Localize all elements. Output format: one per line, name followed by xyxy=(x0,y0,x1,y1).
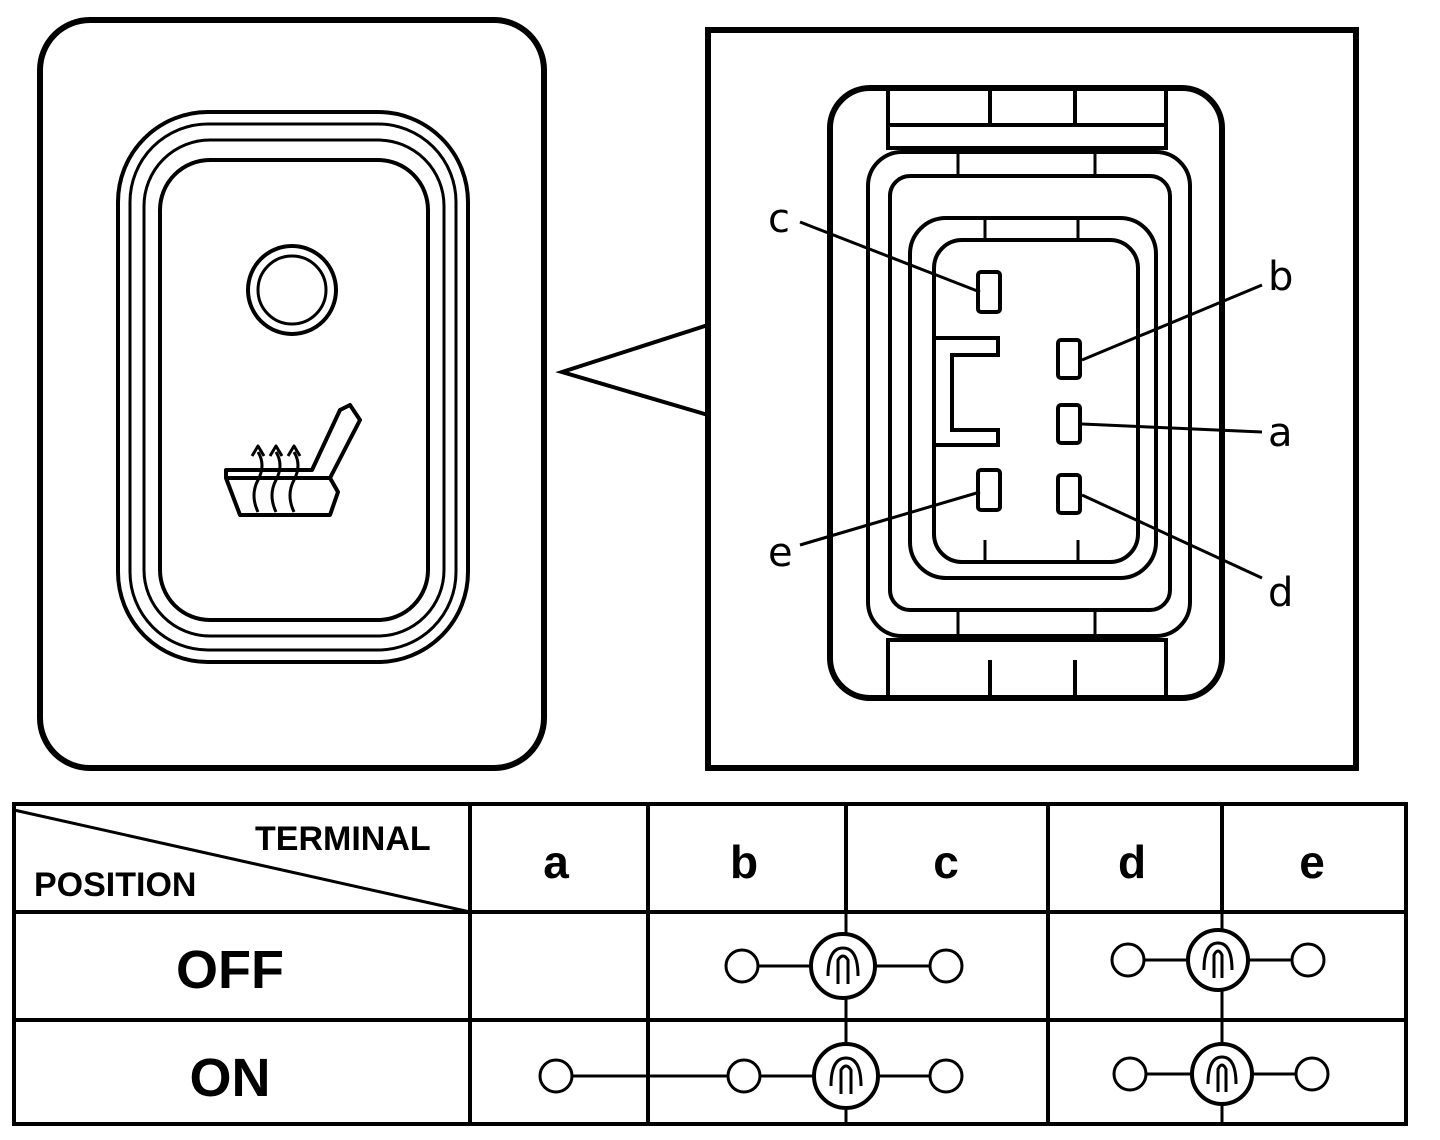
row-on-label: ON xyxy=(190,1048,271,1108)
column-e: e xyxy=(1299,836,1325,888)
off-heater-lamp-icon xyxy=(1186,928,1250,992)
terminal-slot-a xyxy=(1056,403,1082,445)
on-indicator-lamp-icon xyxy=(812,1042,880,1110)
terminal-label-d: d xyxy=(1268,570,1293,616)
connector-panel: c b a e d xyxy=(705,27,1359,771)
header-terminal: TERMINAL xyxy=(255,820,431,858)
column-b: b xyxy=(730,836,758,888)
seat-heater-icon xyxy=(224,403,362,517)
header-position: POSITION xyxy=(34,866,196,904)
terminal-slot-e xyxy=(976,468,1002,512)
terminal-label-a: a xyxy=(1268,410,1293,456)
on-continuity-d-e xyxy=(1112,1056,1330,1092)
column-d: d xyxy=(1118,836,1146,888)
terminal-label-e: e xyxy=(768,530,793,576)
terminal-label-b: b xyxy=(1268,254,1293,300)
continuity-table: TERMINAL POSITION a b c d e OFF ON xyxy=(12,802,1408,1126)
indicator-lamp-icon xyxy=(246,244,338,336)
column-a: a xyxy=(543,836,569,888)
column-c: c xyxy=(933,836,959,888)
terminal-slot-d xyxy=(1056,473,1082,515)
on-heater-lamp-icon xyxy=(1190,1042,1254,1106)
terminal-slot-c xyxy=(976,270,1002,314)
switch-panel xyxy=(37,17,547,771)
row-off-label: OFF xyxy=(176,940,284,1000)
terminal-slot-b xyxy=(1056,338,1082,380)
terminal-label-c: c xyxy=(768,196,790,242)
callout-pointer xyxy=(555,323,709,417)
off-continuity-b-c xyxy=(724,948,964,984)
on-continuity-a-b-c xyxy=(538,1058,964,1094)
off-indicator-lamp-icon xyxy=(809,932,877,1000)
